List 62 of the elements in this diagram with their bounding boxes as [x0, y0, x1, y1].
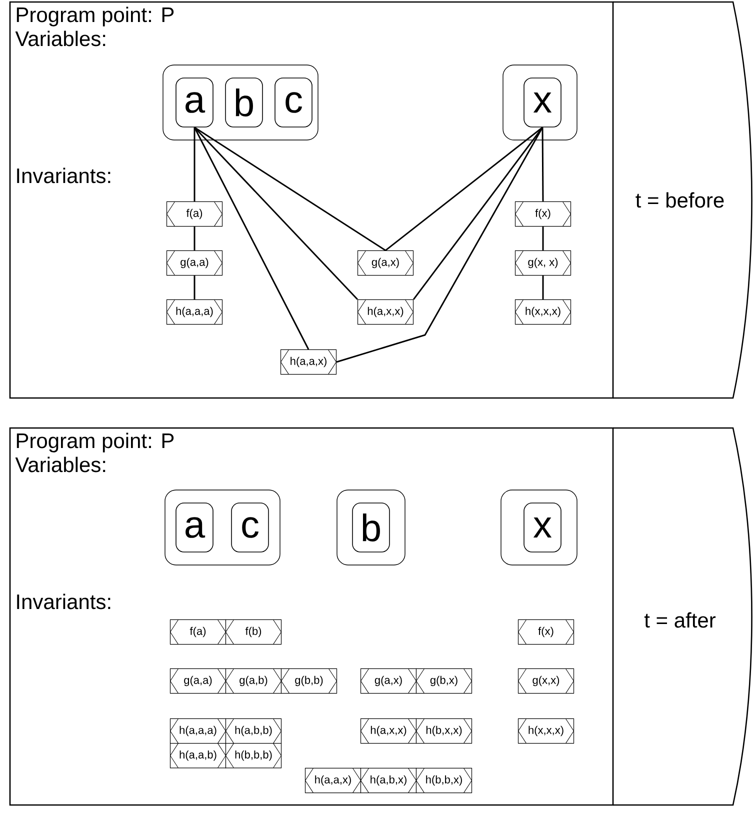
invariant-cell: h(a,a,x)	[304, 768, 362, 794]
variable-box: a	[176, 502, 214, 552]
invariant-cell: f(x)	[514, 201, 572, 227]
variable-group	[336, 490, 406, 566]
variable-box: c	[274, 78, 312, 128]
invariant-cell: g(a,a)	[166, 250, 223, 276]
invariant-cell: h(b,b,b)	[225, 743, 282, 768]
connector-line	[336, 127, 544, 363]
invariant-cell: g(a,a)	[170, 668, 226, 694]
program-point-label: Program point: P	[16, 6, 174, 26]
variables-label: Variables:	[15, 30, 106, 46]
invariant-cell: g(a,x)	[360, 668, 417, 694]
invariant-cell: f(a)	[170, 619, 226, 645]
time-section: t = before	[613, 1, 752, 399]
program-point-label: Program point: P	[16, 432, 174, 452]
invariant-cell: h(a,a,a)	[170, 718, 226, 744]
invariant-cell: h(a,b,x)	[360, 768, 417, 794]
invariant-cell: h(a,a,x)	[280, 349, 337, 375]
variable-box: a	[176, 78, 214, 128]
invariant-cell: h(x,x,x)	[514, 299, 572, 325]
invariant-cell: h(a,x,x)	[360, 718, 417, 744]
connector-line	[194, 127, 310, 350]
invariant-cell: g(a,b)	[225, 668, 282, 694]
connector-line	[194, 126, 358, 300]
connector-line	[412, 126, 544, 300]
variable-group	[162, 64, 318, 140]
variable-box: x	[524, 78, 562, 128]
connector-line	[194, 276, 196, 300]
connector-line	[194, 126, 386, 252]
connector-line	[385, 126, 543, 251]
invariant-cell: g(b,b)	[280, 668, 338, 694]
connector-line	[542, 276, 544, 300]
invariant-cell: f(b)	[225, 619, 282, 645]
invariant-cell: h(b,b,x)	[416, 768, 472, 794]
invariant-cell: g(x, x)	[514, 250, 572, 276]
invariant-cell: h(a,a,b)	[170, 743, 226, 768]
invariants-label: Invariants:	[17, 594, 110, 610]
invariant-cell: g(a,x)	[357, 250, 414, 276]
variable-box: b	[352, 502, 390, 552]
time-section: t = after	[613, 427, 752, 806]
connector-line	[542, 127, 544, 202]
invariant-cell: h(x,x,x)	[518, 718, 574, 744]
invariant-cell: g(b,x)	[416, 668, 472, 694]
invariant-cell: h(b,x,x)	[416, 718, 472, 744]
variables-label: Variables:	[15, 456, 106, 472]
invariant-cell: g(x,x)	[518, 668, 574, 694]
variable-group	[502, 64, 578, 140]
connector-line	[194, 226, 196, 250]
node-label: h(a,b,b)	[235, 726, 272, 736]
invariant-cell: h(a,a,a)	[166, 299, 223, 325]
invariant-cell: f(a)	[166, 201, 223, 227]
invariant-cell: f(x)	[518, 619, 574, 645]
variable-group	[164, 490, 280, 566]
variable-box: x	[524, 502, 562, 552]
variable-box: b	[225, 78, 263, 128]
connector-line	[542, 226, 544, 250]
connector-line	[194, 127, 196, 202]
invariants-label: Invariants:	[17, 168, 110, 184]
variable-group	[500, 490, 578, 566]
invariant-cell: h(a,x,x)	[357, 299, 414, 325]
variable-box: c	[231, 502, 269, 552]
invariant-cell: h(a,b,b)	[225, 718, 282, 744]
